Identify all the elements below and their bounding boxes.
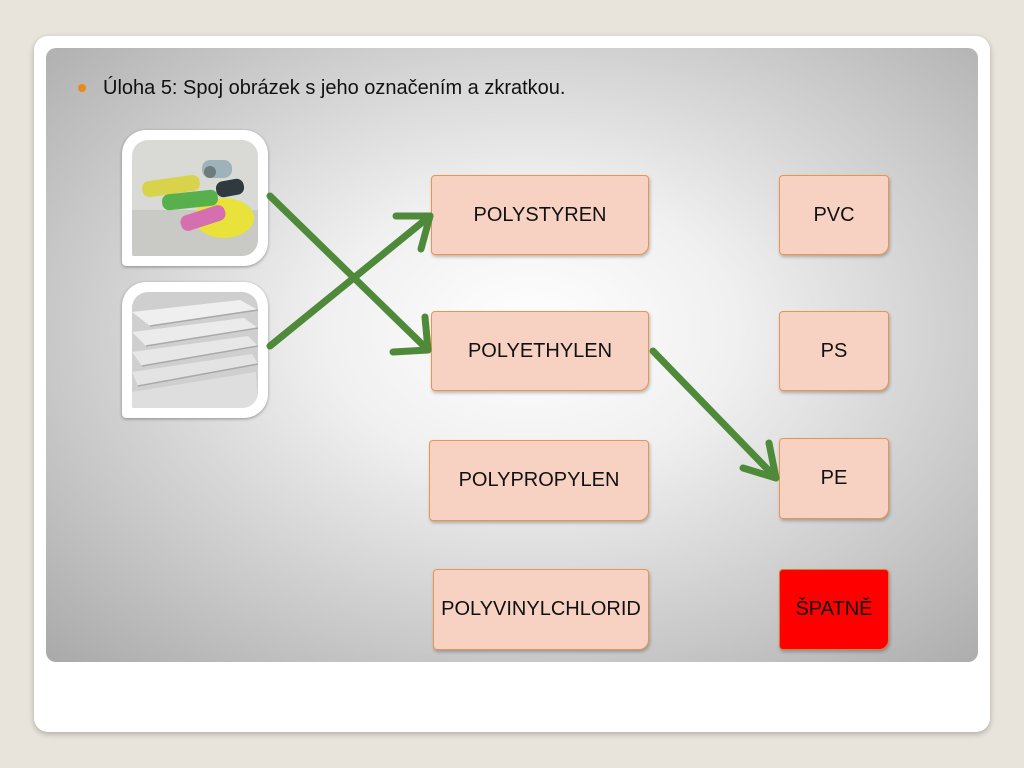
plastic-bags-photo [132, 140, 258, 256]
task-line: Úloha 5: Spoj obrázek s jeho označením a… [78, 74, 565, 102]
abbr-pe[interactable]: PE [779, 438, 889, 519]
arrow-polyethylen-to-pe [649, 347, 780, 482]
wrong-result-badge: ŠPATNĚ [779, 569, 889, 650]
abbr-pvc[interactable]: PVC [779, 175, 889, 255]
image-card-bags[interactable] [122, 130, 268, 266]
polystyrene-boards-photo [132, 292, 258, 408]
name-polyethylen[interactable]: POLYETHYLEN [431, 311, 649, 391]
bullet-icon [78, 84, 86, 92]
name-polystyren[interactable]: POLYSTYREN [431, 175, 649, 255]
task-text: Úloha 5: Spoj obrázek s jeho označením a… [103, 76, 566, 99]
abbr-ps[interactable]: PS [779, 311, 889, 391]
name-polyvinylchlorid[interactable]: POLYVINYLCHLORID [433, 569, 649, 650]
arrow-bags-to-polyethylen [266, 192, 432, 356]
image-card-polystyrene[interactable] [122, 282, 268, 418]
name-polypropylen[interactable]: POLYPROPYLEN [429, 440, 649, 521]
arrow-polystyrene-to-polystyren [266, 212, 434, 350]
